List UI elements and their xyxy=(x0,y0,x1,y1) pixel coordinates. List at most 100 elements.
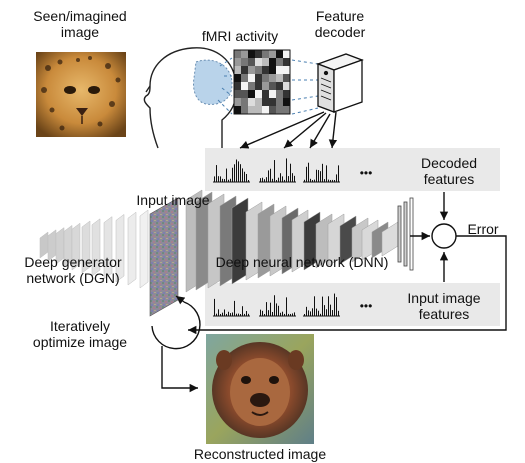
fmri-voxel xyxy=(283,98,290,106)
fmri-voxel xyxy=(269,106,276,114)
fmri-voxel xyxy=(248,66,255,74)
decoded-ellipsis: ••• xyxy=(359,166,373,180)
feature-bar xyxy=(316,169,317,182)
brain-region-icon xyxy=(193,59,233,105)
feature-bar xyxy=(276,303,277,316)
feature-bar xyxy=(228,179,229,182)
input-image-square xyxy=(149,197,179,317)
feature-bar xyxy=(270,302,271,316)
feature-bar xyxy=(222,178,223,182)
fmri-voxel xyxy=(276,106,283,114)
dgn-layer xyxy=(103,216,113,280)
fmri-voxel xyxy=(255,82,262,90)
feature-bar xyxy=(272,178,273,182)
feature-bar xyxy=(286,158,287,182)
fmri-voxel xyxy=(234,66,241,74)
feature-bar xyxy=(264,179,265,182)
feature-bar xyxy=(310,311,311,316)
feature-bar xyxy=(308,162,309,182)
feature-bar xyxy=(314,179,315,182)
brain-fmri-links xyxy=(217,57,233,115)
feature-bar xyxy=(224,179,225,182)
feature-bar xyxy=(248,179,249,182)
feature-bar xyxy=(274,160,275,182)
fmri-voxel xyxy=(248,82,255,90)
feature-decoder-label: Feature decoder xyxy=(314,8,366,40)
fmri-voxel xyxy=(283,74,290,82)
feature-bar xyxy=(322,163,323,182)
feature-bar xyxy=(214,176,215,182)
feature-bar xyxy=(264,313,265,316)
dgn-layer xyxy=(127,211,137,286)
decoder-arrows xyxy=(239,111,338,149)
fmri-voxel xyxy=(241,66,248,74)
server-icon xyxy=(316,53,364,113)
fmri-voxel xyxy=(262,50,269,58)
dnn-layer xyxy=(231,197,249,285)
feature-bar xyxy=(242,168,243,182)
fmri-activity-label: fMRI activity xyxy=(201,28,279,44)
fmri-voxel xyxy=(255,74,262,82)
feature-bar xyxy=(270,168,271,182)
dnn-fc-layer xyxy=(409,197,414,271)
feature-bar xyxy=(334,293,335,316)
feature-bar xyxy=(248,313,249,316)
feature-bar xyxy=(314,296,315,316)
feature-bar xyxy=(332,179,333,182)
fmri-voxel xyxy=(276,50,283,58)
feature-bar xyxy=(234,300,235,316)
input-ellipsis: ••• xyxy=(359,299,373,313)
fmri-voxel xyxy=(255,66,262,74)
dnn-fc-layer xyxy=(397,205,402,263)
fmri-voxel xyxy=(234,98,241,106)
fmri-voxel xyxy=(241,58,248,66)
feature-bar xyxy=(332,310,333,316)
fmri-voxel xyxy=(255,58,262,66)
fmri-voxel xyxy=(276,74,283,82)
feature-bar xyxy=(232,312,233,316)
feature-bar xyxy=(326,165,327,182)
iteratively-optimize-label: Iteratively optimize image xyxy=(32,318,128,350)
fmri-voxel xyxy=(269,50,276,58)
dgn-layer xyxy=(139,209,149,289)
fmri-voxel xyxy=(283,58,290,66)
fmri-voxel xyxy=(262,74,269,82)
feature-bar xyxy=(216,313,217,316)
dgn-layer xyxy=(115,213,125,283)
fmri-voxel xyxy=(248,50,255,58)
fmri-voxel xyxy=(234,74,241,82)
feature-bar xyxy=(312,308,313,316)
feature-bar xyxy=(216,165,217,182)
feature-bar xyxy=(284,313,285,316)
feature-bar xyxy=(276,179,277,182)
fmri-decoder-links xyxy=(291,59,319,115)
dgn-layers xyxy=(39,209,149,289)
feature-bar xyxy=(246,311,247,316)
decoded-feature-bars xyxy=(213,158,340,183)
feature-bar xyxy=(336,174,337,182)
input-image-label: Input image xyxy=(136,192,210,208)
feature-bar xyxy=(214,298,215,316)
feature-bar xyxy=(336,297,337,316)
fmri-voxel xyxy=(248,58,255,66)
fmri-voxel xyxy=(283,50,290,58)
feature-bar xyxy=(316,308,317,316)
feature-bar xyxy=(292,173,293,182)
feature-bar xyxy=(320,313,321,316)
feature-bar xyxy=(318,170,319,182)
feature-bar xyxy=(322,296,323,316)
fmri-voxel xyxy=(269,82,276,90)
fmri-voxel xyxy=(283,66,290,74)
feature-bar xyxy=(226,313,227,316)
fmri-voxel xyxy=(269,74,276,82)
fmri-voxel xyxy=(234,58,241,66)
feature-bar xyxy=(220,313,221,316)
dgn-layer xyxy=(81,220,91,274)
feature-bar xyxy=(280,312,281,316)
fmri-voxel xyxy=(248,106,255,114)
input-features-panel xyxy=(205,283,500,326)
feature-bar xyxy=(234,164,235,182)
error-label: Error xyxy=(467,221,499,237)
